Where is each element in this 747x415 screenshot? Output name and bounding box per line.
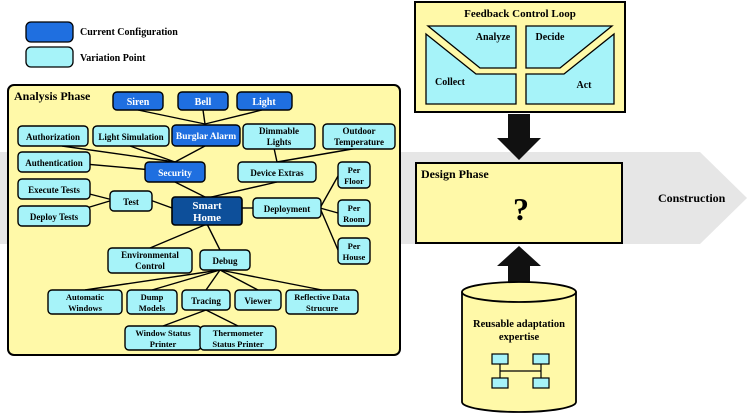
node-viewer: Viewer <box>234 289 282 311</box>
node-light-simulation-label: Light Simulation <box>98 132 163 142</box>
node-authorization-label: Authorization <box>26 132 80 142</box>
node-debug: Debug <box>199 249 251 271</box>
legend-swatch-current <box>25 21 74 43</box>
node-per-room-line2: Room <box>343 214 365 224</box>
feedback-label-analyze: Analyze <box>476 32 511 43</box>
node-reflective-data-structure-line2: Strucure <box>306 303 338 313</box>
arrow-feedback-to-design <box>497 114 541 160</box>
node-execute-tests: Execute Tests <box>17 178 91 200</box>
node-siren: Siren <box>112 91 164 111</box>
design-phase-question-mark: ? <box>513 191 529 227</box>
node-outdoor-temperature-line1: Outdoor <box>342 126 375 136</box>
node-outdoor-temperature-line2: Temperature <box>334 137 384 147</box>
feedback-loop-panel: Feedback Control Loop Analyze Decide Col… <box>414 1 626 113</box>
node-test-label: Test <box>123 197 139 207</box>
node-automatic-windows-line2: Windows <box>68 303 103 313</box>
node-test: Test <box>109 190 153 212</box>
node-per-house: Per House <box>337 237 371 265</box>
node-bell-label: Bell <box>195 97 212 108</box>
node-environmental-control: Environmental Control <box>107 247 193 274</box>
expertise-cylinder: Reusable adaptation expertise <box>461 281 577 413</box>
expertise-label-line1: Reusable adaptation <box>473 319 565 330</box>
node-environmental-control-line2: Control <box>135 261 165 271</box>
feedback-loop-title: Feedback Control Loop <box>464 8 576 20</box>
node-device-extras: Device Extras <box>237 161 317 183</box>
node-per-house-line1: Per <box>348 241 361 251</box>
feedback-quadrant-act <box>525 32 615 105</box>
node-deployment-label: Deployment <box>264 204 311 214</box>
node-thermometer-status-printer-line2: Status Printer <box>212 339 263 349</box>
node-tracing: Tracing <box>181 289 231 311</box>
legend-swatch-variation <box>25 46 74 68</box>
feature-tree-connectors <box>59 109 359 327</box>
node-siren-label: Siren <box>127 97 150 108</box>
feedback-label-decide: Decide <box>536 32 565 43</box>
node-dimmable-lights: Dimmable Lights <box>242 123 316 150</box>
feedback-label-collect: Collect <box>435 77 466 88</box>
analysis-phase-title: Analysis Phase <box>14 89 91 103</box>
node-light-label: Light <box>252 97 276 108</box>
node-burglar-alarm-label: Burglar Alarm <box>176 132 236 142</box>
node-outdoor-temperature: Outdoor Temperature <box>322 123 396 150</box>
node-per-room-line1: Per <box>348 203 361 213</box>
node-automatic-windows-line1: Automatic <box>66 292 104 302</box>
design-phase-title: Design Phase <box>421 167 489 181</box>
node-window-status-printer-line2: Printer <box>150 339 177 349</box>
node-per-floor: Per Floor <box>337 161 371 189</box>
node-smart-home-line2: Home <box>193 212 221 224</box>
node-light-simulation: Light Simulation <box>92 125 170 147</box>
construction-label: Construction <box>658 191 726 205</box>
node-reflective-data-structure: Reflective Data Strucure <box>285 289 359 315</box>
node-dump-models-line1: Dump <box>141 292 164 302</box>
node-viewer-label: Viewer <box>244 296 271 306</box>
node-deployment: Deployment <box>252 197 322 219</box>
node-window-status-printer-line1: Window Status <box>135 328 191 338</box>
node-deploy-tests-label: Deploy Tests <box>30 212 79 222</box>
node-tracing-label: Tracing <box>191 296 221 306</box>
node-smart-home: Smart Home <box>171 196 243 226</box>
node-authentication: Authentication <box>17 151 91 173</box>
node-per-floor-line1: Per <box>348 165 361 175</box>
design-phase-box: Design Phase ? <box>415 162 623 244</box>
node-debug-label: Debug <box>212 256 238 266</box>
node-per-house-line2: House <box>343 252 366 262</box>
node-authentication-label: Authentication <box>25 158 83 168</box>
node-dump-models-line2: Models <box>139 303 166 313</box>
feedback-quadrant-analyze <box>426 25 517 69</box>
node-reflective-data-structure-line1: Reflective Data <box>294 292 350 302</box>
node-window-status-printer: Window Status Printer <box>124 325 202 351</box>
node-execute-tests-label: Execute Tests <box>28 185 80 195</box>
node-automatic-windows: Automatic Windows <box>47 289 123 315</box>
node-per-room: Per Room <box>337 199 371 227</box>
feature-nodes: Siren Bell Light Authorization Light Sim… <box>17 91 396 351</box>
node-authorization: Authorization <box>17 125 89 147</box>
node-dimmable-lights-line2: Lights <box>267 137 292 147</box>
feedback-label-act: Act <box>577 80 593 91</box>
node-security: Security <box>144 161 206 183</box>
legend-label-current: Current Configuration <box>80 27 178 38</box>
node-thermometer-status-printer: Thermometer Status Printer <box>199 325 277 351</box>
arrow-expertise-to-design <box>497 246 541 290</box>
node-per-floor-line2: Floor <box>344 176 364 186</box>
node-security-label: Security <box>158 169 192 179</box>
node-thermometer-status-printer-line1: Thermometer <box>213 328 264 338</box>
node-light: Light <box>236 91 293 111</box>
node-deploy-tests: Deploy Tests <box>17 205 91 227</box>
pattern-structure-icon <box>491 353 550 389</box>
node-environmental-control-line1: Environmental <box>121 250 179 260</box>
node-dump-models: Dump Models <box>126 289 178 315</box>
feedback-quadrant-collect <box>425 32 517 105</box>
node-bell: Bell <box>177 91 229 111</box>
node-dimmable-lights-line1: Dimmable <box>259 126 299 136</box>
node-smart-home-line1: Smart <box>192 200 222 212</box>
node-device-extras-label: Device Extras <box>250 168 304 178</box>
feedback-quadrant-decide <box>525 25 614 69</box>
node-burglar-alarm: Burglar Alarm <box>171 124 241 147</box>
legend: Current Configuration Variation Point <box>25 21 178 68</box>
expertise-label-line2: expertise <box>499 332 540 343</box>
legend-label-variation: Variation Point <box>80 53 146 64</box>
